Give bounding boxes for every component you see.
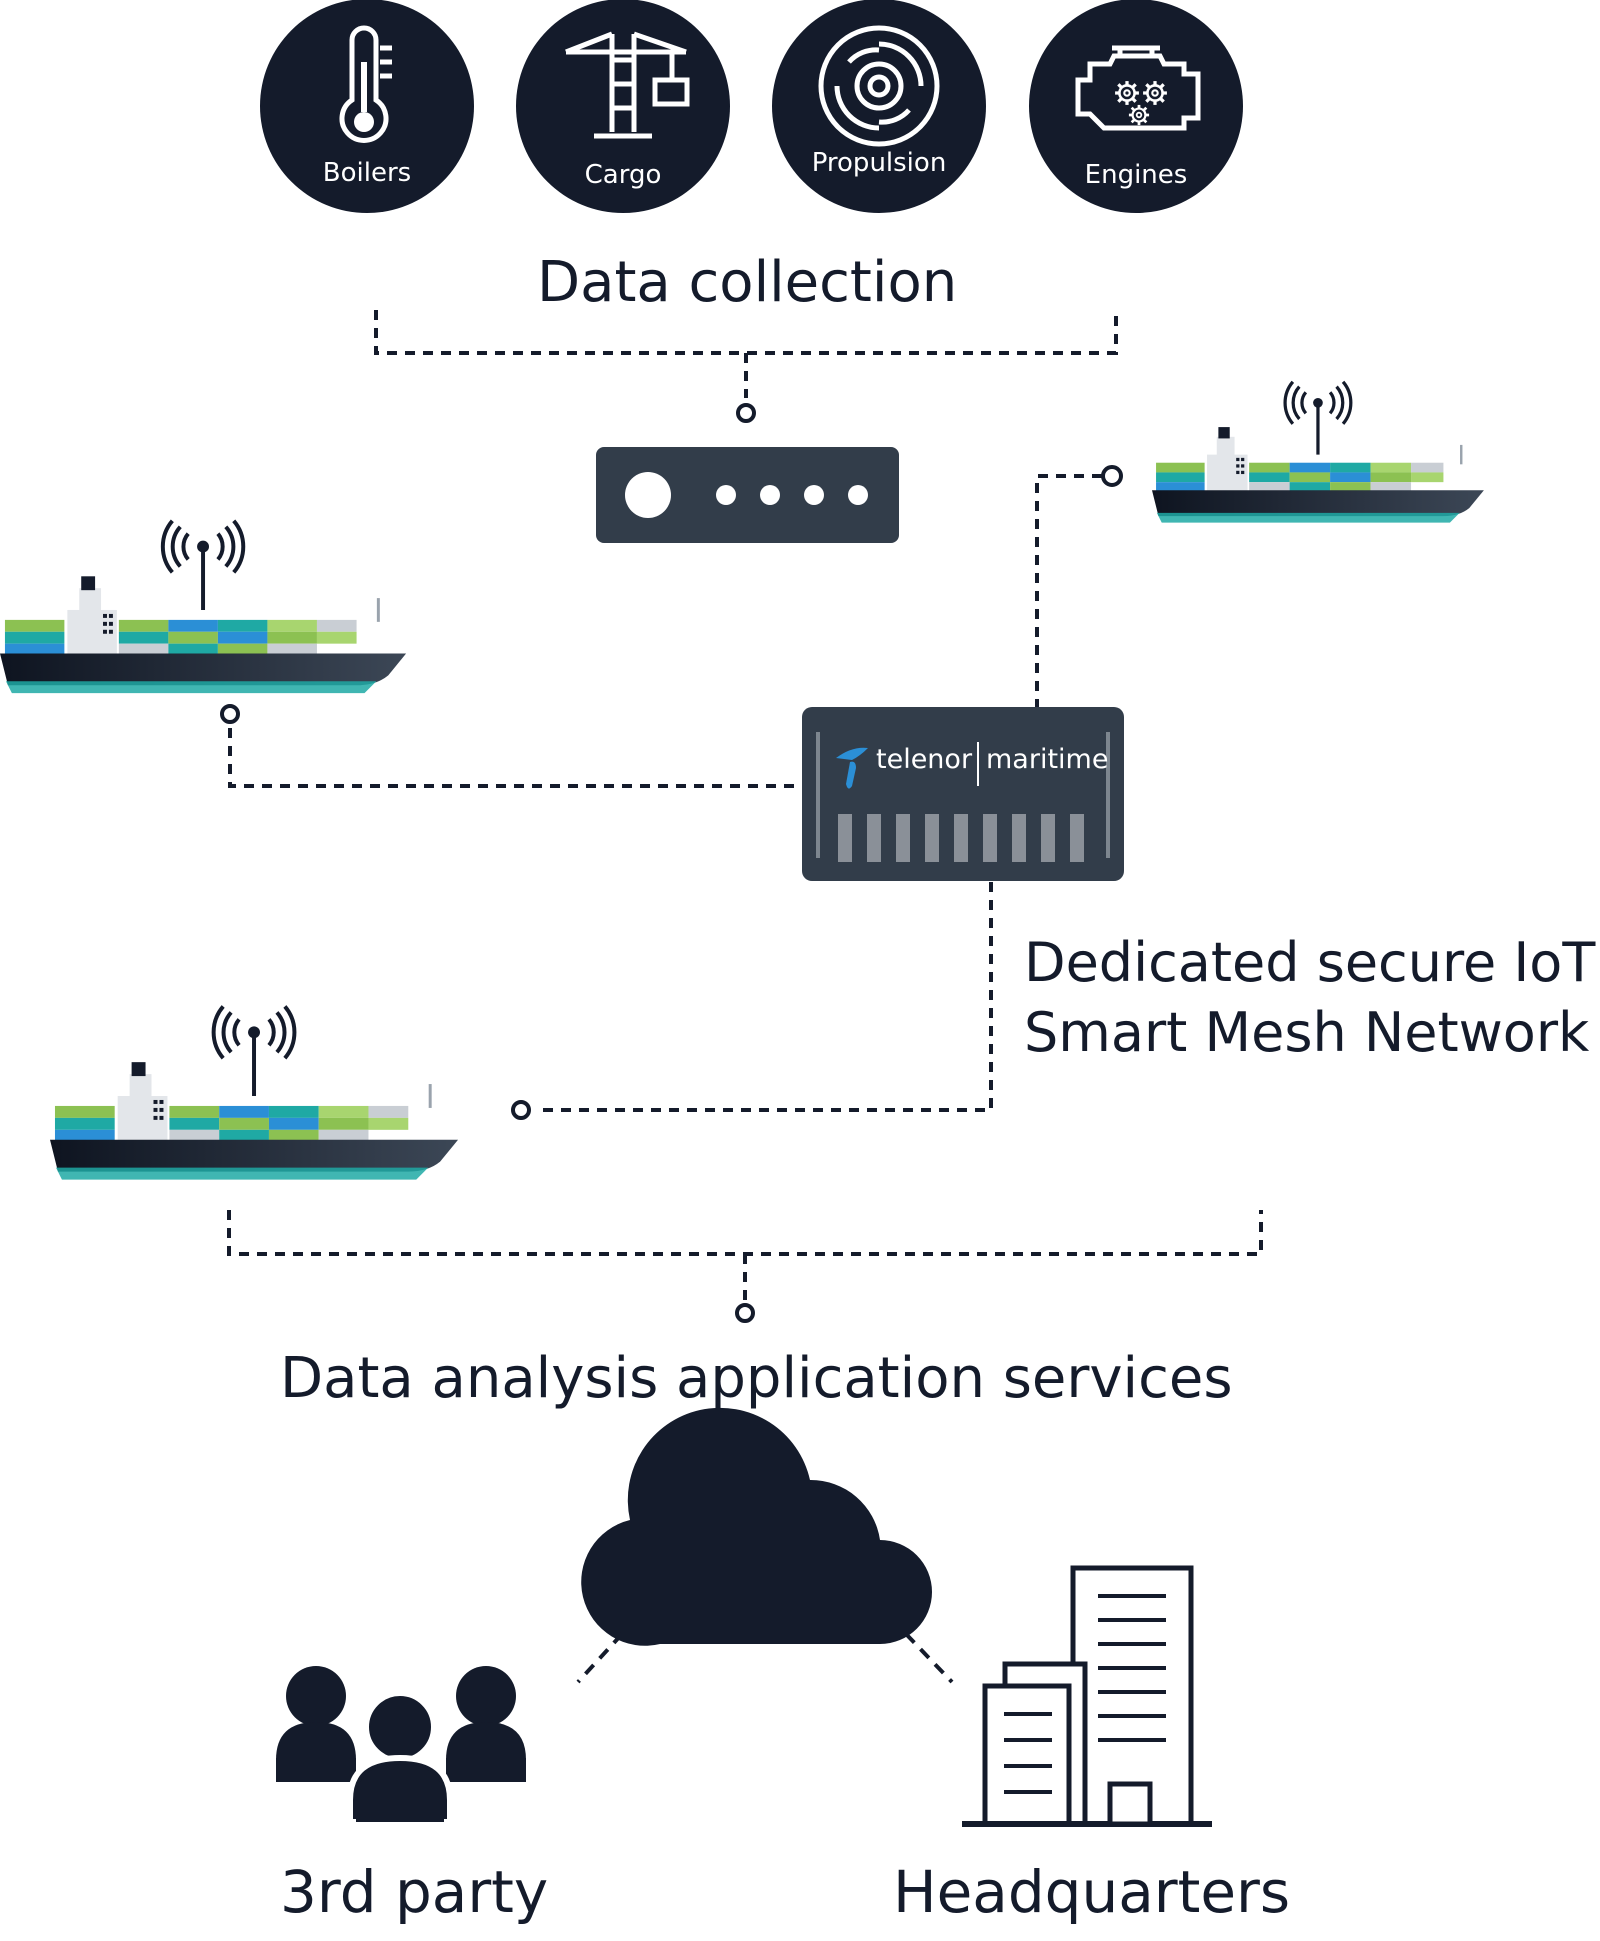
cargo-label: Cargo — [584, 160, 662, 190]
telenor-logo-icon — [836, 747, 868, 789]
mesh-links — [228, 474, 1102, 1112]
analysis-bracket — [227, 1210, 1263, 1300]
propulsion-label: Propulsion — [811, 148, 947, 178]
gateway-brand-right: maritime — [986, 744, 1109, 775]
data-collection-label: Data collection — [537, 250, 958, 315]
third-party-label: 3rd party — [280, 1858, 549, 1926]
people-icon — [276, 1666, 526, 1825]
cloud-links — [576, 1632, 954, 1684]
ship-top-right-connector-dot — [1101, 465, 1123, 487]
network-label-line2: Smart Mesh Network — [1024, 1001, 1590, 1064]
network-label-line1: Dedicated secure IoT — [1024, 931, 1596, 994]
analysis-services-label: Data analysis application services — [280, 1346, 1233, 1411]
crane-icon — [565, 31, 690, 139]
engine-icon — [1075, 45, 1201, 131]
ship-left-connector-dot — [220, 704, 240, 724]
gateway-device — [802, 707, 1124, 881]
boilers-label: Boilers — [322, 158, 412, 188]
boilers-node — [260, 0, 474, 213]
propeller-icon — [818, 25, 940, 147]
cargo-node — [516, 0, 730, 213]
building-icon — [962, 1565, 1212, 1827]
headquarters-label: Headquarters — [893, 1858, 1291, 1926]
ship-bottom-left — [50, 1004, 461, 1182]
engines-node — [1029, 0, 1243, 213]
ship-left — [0, 518, 409, 696]
engines-label: Engines — [1084, 160, 1188, 190]
thermometer-icon — [339, 25, 392, 143]
ship-bottom-left-connector-dot — [511, 1100, 531, 1120]
collection-bracket — [374, 310, 1118, 398]
analysis-connector-dot — [735, 1303, 755, 1323]
ship-top-right — [1152, 380, 1486, 525]
gateway-brand-left: telenor — [876, 744, 973, 775]
gateway-ports — [838, 814, 1084, 862]
collector-device — [596, 447, 899, 543]
collection-connector-dot — [736, 403, 756, 423]
propulsion-node — [772, 0, 986, 213]
